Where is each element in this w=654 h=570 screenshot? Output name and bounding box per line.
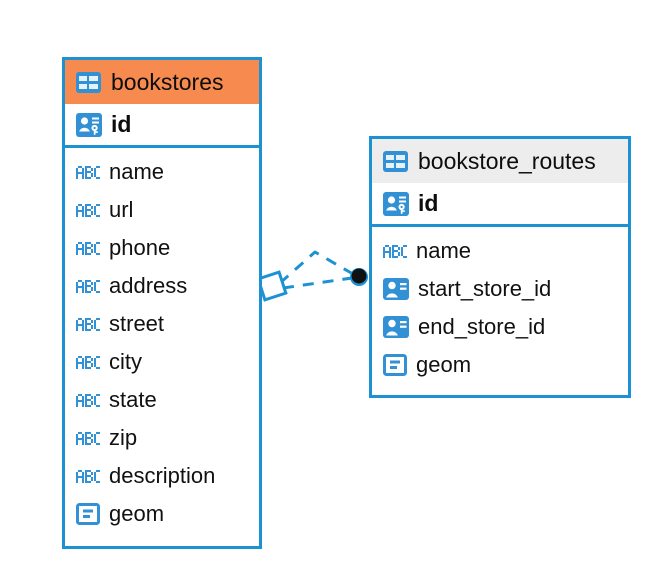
- field-row-name[interactable]: name: [372, 232, 628, 270]
- field-label: phone: [109, 235, 171, 260]
- field-row-description[interactable]: description: [65, 457, 259, 495]
- field-row-address[interactable]: address: [65, 267, 259, 305]
- field-row-street[interactable]: street: [65, 305, 259, 343]
- entity-title: bookstores: [111, 68, 224, 95]
- text-type-icon: [76, 241, 100, 255]
- relationship-line-arc: [279, 250, 354, 285]
- text-type-icon: [76, 317, 100, 331]
- filled-circle-marker[interactable]: [350, 268, 368, 286]
- field-row-geom[interactable]: geom: [372, 346, 628, 384]
- text-type-icon: [76, 279, 100, 293]
- entity-header-bookstore-routes[interactable]: bookstore_routes: [372, 139, 628, 183]
- primary-key-icon: [383, 191, 409, 216]
- text-type-icon: [76, 431, 100, 445]
- primary-key-icon: [76, 112, 102, 137]
- entity-bookstore-routes[interactable]: bookstore_routes id: [369, 136, 631, 398]
- geometry-type-icon: [383, 354, 407, 376]
- entity-title: bookstore_routes: [418, 147, 596, 174]
- field-row-id[interactable]: id: [372, 183, 628, 227]
- entity-bookstores[interactable]: bookstores id: [62, 57, 262, 549]
- text-type-icon: [76, 469, 100, 483]
- field-label: url: [109, 197, 134, 222]
- field-label: geom: [416, 352, 472, 377]
- field-label: start_store_id: [418, 276, 552, 301]
- foreign-key-icon: [383, 278, 409, 300]
- field-label: state: [109, 387, 157, 412]
- field-label: geom: [109, 501, 165, 526]
- field-row-geom[interactable]: geom: [65, 495, 259, 533]
- field-label: street: [109, 311, 165, 336]
- field-row-phone[interactable]: phone: [65, 229, 259, 267]
- field-list-bookstores: name u: [65, 148, 259, 539]
- text-type-icon: [76, 355, 100, 369]
- field-row-name[interactable]: name: [65, 153, 259, 191]
- field-label: description: [109, 463, 216, 488]
- relationship-line-straight: [282, 276, 353, 290]
- foreign-key-icon: [383, 316, 409, 338]
- field-label: id: [111, 111, 132, 137]
- text-type-icon: [76, 165, 100, 179]
- field-row-city[interactable]: city: [65, 343, 259, 381]
- table-icon: [383, 150, 408, 172]
- diamond-marker[interactable]: [256, 270, 288, 302]
- field-label: name: [109, 159, 165, 184]
- field-list-bookstore-routes: name start_store_id: [372, 227, 628, 390]
- field-label: id: [418, 190, 439, 216]
- entity-header-bookstores[interactable]: bookstores: [65, 60, 259, 104]
- field-label: address: [109, 273, 188, 298]
- field-row-zip[interactable]: zip: [65, 419, 259, 457]
- field-label: end_store_id: [418, 314, 546, 339]
- field-row-url[interactable]: url: [65, 191, 259, 229]
- field-row-start-store-id[interactable]: start_store_id: [372, 270, 628, 308]
- field-label: name: [416, 238, 472, 263]
- field-label: city: [109, 349, 142, 374]
- field-label: zip: [109, 425, 138, 450]
- text-type-icon: [76, 203, 100, 217]
- field-row-end-store-id[interactable]: end_store_id: [372, 308, 628, 346]
- table-icon: [76, 71, 101, 93]
- geometry-type-icon: [76, 503, 100, 525]
- text-type-icon: [383, 244, 407, 258]
- field-row-state[interactable]: state: [65, 381, 259, 419]
- field-row-id[interactable]: id: [65, 104, 259, 148]
- text-type-icon: [76, 393, 100, 407]
